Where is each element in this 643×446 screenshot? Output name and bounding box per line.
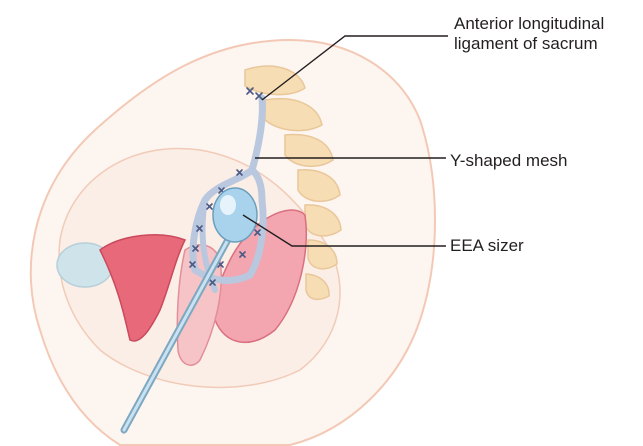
label-y-shaped-mesh: Y-shaped mesh [450, 151, 568, 171]
eea-sizer-head [213, 188, 257, 242]
label-anterior-line1: Anterior longitudinal [454, 14, 639, 34]
label-eea-sizer: EEA sizer [450, 236, 524, 256]
label-anterior-longitudinal-ligament: Anterior longitudinal ligament of sacrum [454, 14, 639, 54]
sizer-highlight [220, 195, 236, 215]
label-anterior-line2: ligament of sacrum [454, 34, 639, 54]
